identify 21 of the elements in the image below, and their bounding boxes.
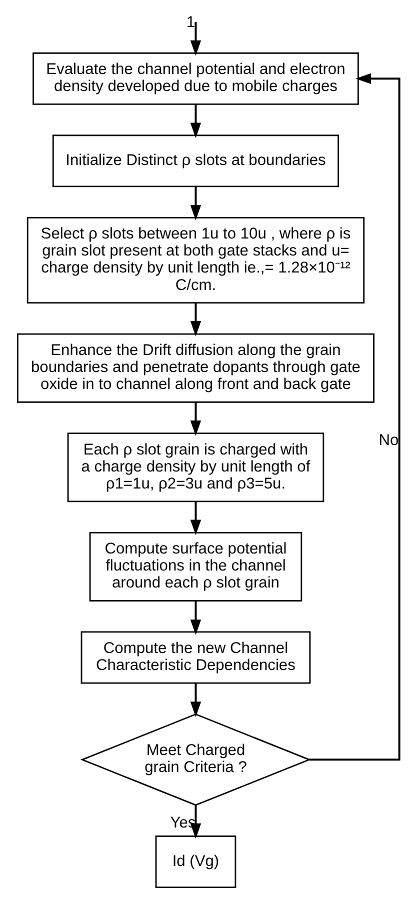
node-box: Initialize Distinct ρ slots at boundaries bbox=[52, 134, 339, 188]
node-box: Enhance the Drift diffusion along the grain boundaries and penetrate dopants through gate oxide in to channel along front and back gate bbox=[16, 333, 374, 403]
arrow bbox=[190, 805, 201, 839]
arrow bbox=[190, 22, 201, 56]
arrow bbox=[190, 186, 201, 220]
node-box: Each ρ slot grain is charged with a charge density by unit length of ρ1=1u, ρ2=3u and ρ3=5u. bbox=[66, 432, 324, 502]
arrow bbox=[190, 104, 201, 138]
arrow bbox=[308, 73, 400, 761]
node-box: Evaluate the channel potential and electron density developed due to mobile charges bbox=[32, 52, 358, 105]
arrow bbox=[190, 502, 201, 536]
node-box: Select ρ slots between 1u to 10u , where ρ is grain slot present at both gate stacks and u= charge density by unit length ie.,= 1.28×10⁻¹² C/cm. bbox=[26, 216, 364, 304]
node-diamond: Meet Charged grain Criteria ? bbox=[80, 714, 311, 806]
arrow bbox=[190, 683, 201, 717]
arrow bbox=[190, 302, 201, 336]
node-box: Compute the new Channel Characteristic Dependencies bbox=[80, 631, 310, 684]
arrow bbox=[190, 601, 201, 635]
edge-label: 1 bbox=[186, 14, 195, 32]
node-box: Compute surface potential fluctuations in the channel around each ρ slot grain bbox=[88, 532, 302, 602]
node-box: Id (Vg) bbox=[154, 836, 236, 888]
arrow bbox=[190, 402, 201, 436]
edge-label: No bbox=[378, 432, 398, 449]
